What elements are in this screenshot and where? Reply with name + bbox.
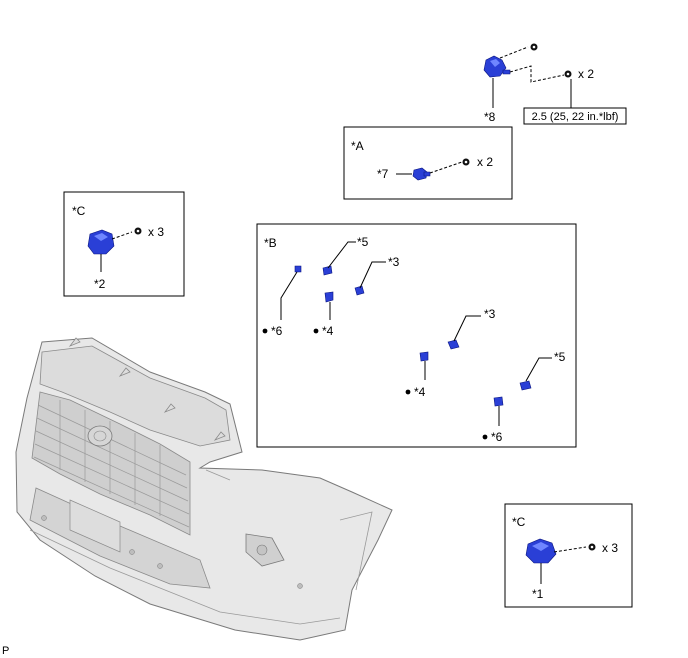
top-assembly: 2.5 (25, 22 in.*lbf) x 2 *8 <box>483 43 627 125</box>
group-c-right: *C x 3 *1 <box>504 503 633 608</box>
part-label-8: *8 <box>484 110 496 124</box>
part-5-icon <box>519 380 532 391</box>
part-label-5: *5 <box>357 235 369 249</box>
group-c-right-label: *C <box>512 515 526 529</box>
part-label-5: *5 <box>554 350 566 364</box>
part-4-icon <box>419 351 429 362</box>
front-bumper-illustration <box>15 337 393 641</box>
bolt-icon <box>564 70 572 78</box>
part-3-icon <box>354 285 365 296</box>
part-label-7: *7 <box>377 167 389 181</box>
group-c-left: *C x 3 *2 <box>63 191 185 297</box>
group-b: *B <box>256 223 577 448</box>
group-c-left-label: *C <box>72 204 86 218</box>
group-c-right-box <box>504 503 633 608</box>
figure-code: P <box>2 645 9 657</box>
part-5-icon <box>322 265 333 276</box>
bolt-icon <box>588 543 596 551</box>
part-7-icon <box>412 167 431 181</box>
part-label-4: *4 <box>414 385 426 399</box>
group-c-right-quantity-label: x 3 <box>602 541 618 555</box>
torque-spec-box <box>523 107 627 125</box>
part-label-6: *6 <box>491 430 503 444</box>
part-label-3: *3 <box>388 255 400 269</box>
part-1-icon <box>525 538 557 564</box>
group-b-label: *B <box>264 236 277 250</box>
bolt-icon <box>530 43 538 51</box>
part-label-4: *4 <box>322 324 334 338</box>
group-a-box <box>343 126 513 200</box>
bolt-quantity-label: x 2 <box>578 67 594 81</box>
part-label-1: *1 <box>532 587 544 601</box>
part-6-icon <box>294 265 302 273</box>
group-c-left-quantity-label: x 3 <box>148 225 164 239</box>
part-label-6: *6 <box>271 324 283 338</box>
part-4-icon <box>324 291 334 303</box>
part-3-icon <box>447 339 460 350</box>
part-label-3: *3 <box>484 307 496 321</box>
part-label-2: *2 <box>94 277 106 291</box>
group-a: *A x 2 *7 <box>343 126 513 200</box>
part-2-icon <box>87 229 115 255</box>
bolt-icon <box>462 158 470 166</box>
torque-spec: 2.5 (25, 22 in.*lbf) <box>532 111 619 123</box>
group-a-quantity-label: x 2 <box>477 155 493 169</box>
part-6-icon <box>493 396 504 407</box>
part-8-icon <box>483 55 511 78</box>
bolt-icon <box>134 227 142 235</box>
group-c-left-box <box>63 191 185 297</box>
group-b-box <box>256 223 577 448</box>
group-a-label: *A <box>351 139 364 153</box>
